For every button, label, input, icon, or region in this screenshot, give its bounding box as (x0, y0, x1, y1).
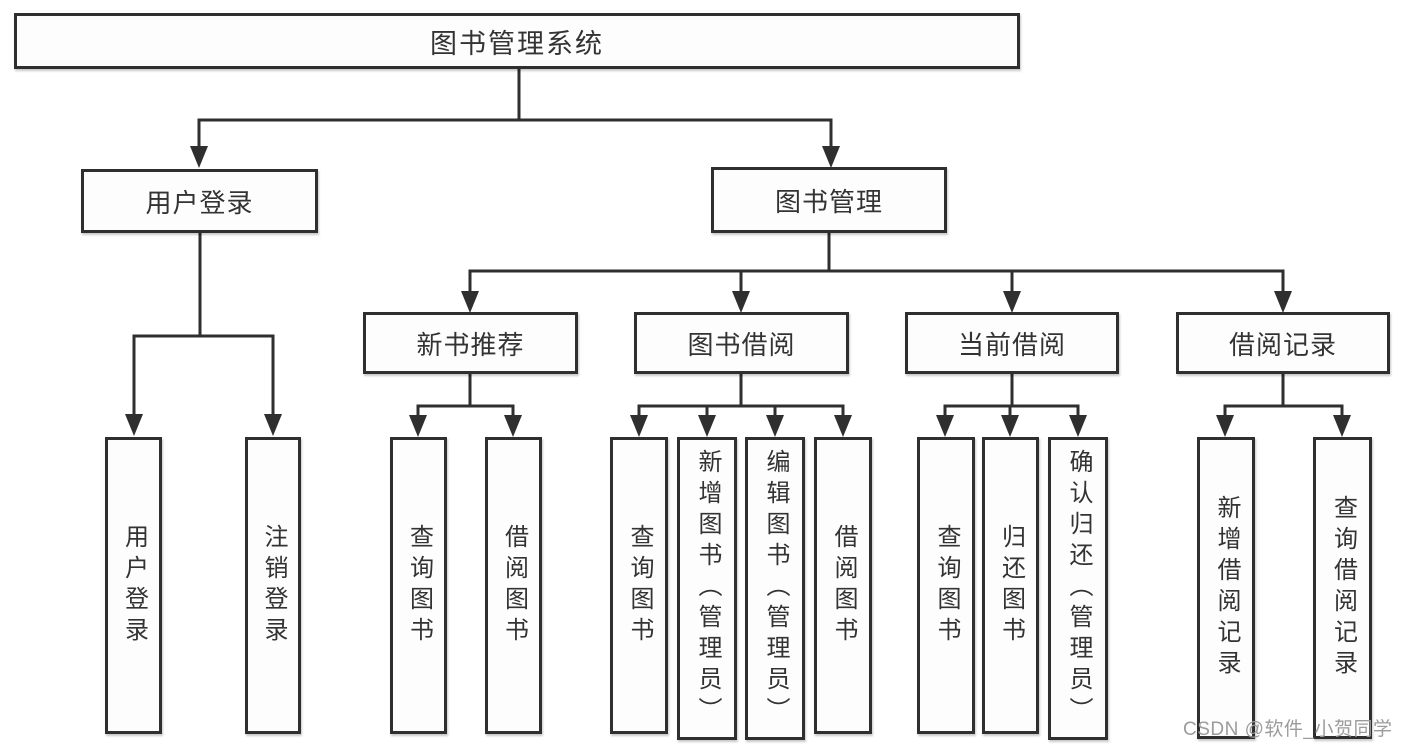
node-borrow-books-2: 借阅图书 (814, 437, 872, 734)
node-add-borrow-record-label: 新增借阅记录 (1213, 495, 1240, 681)
tree-edges (132, 69, 1344, 408)
node-current-borrowing: 当前借阅 (905, 312, 1119, 374)
node-borrowing-records-label: 借阅记录 (1228, 329, 1337, 360)
node-new-book-recommend-label: 新书推荐 (416, 329, 525, 360)
node-query-borrow-record: 查询借阅记录 (1313, 437, 1372, 739)
node-root-label: 图书管理系统 (430, 28, 604, 59)
node-book-management: 图书管理 (711, 167, 947, 233)
node-confirm-return-admin-label: 确认归还（管理员） (1065, 449, 1092, 728)
arrowheads (125, 119, 1351, 437)
node-query-books-1-label: 查询图书 (405, 523, 433, 648)
node-book-borrowing: 图书借阅 (634, 312, 849, 374)
node-borrow-books-1: 借阅图书 (485, 437, 542, 734)
node-add-books-admin: 新增图书（管理员） (677, 437, 737, 740)
node-query-books-1: 查询图书 (390, 437, 447, 734)
watermark: CSDN @软件_小贺同学 (1183, 719, 1393, 740)
node-borrow-books-2-label: 借阅图书 (830, 523, 857, 648)
node-return-books: 归还图书 (982, 437, 1039, 734)
node-user-login-label: 用户登录 (120, 523, 148, 648)
node-confirm-return-admin: 确认归还（管理员） (1048, 437, 1108, 740)
node-current-borrowing-label: 当前借阅 (957, 329, 1066, 360)
node-logout-label: 注销登录 (260, 523, 287, 648)
node-query-borrow-record-label: 查询借阅记录 (1329, 495, 1357, 681)
node-user-login: 用户登录 (105, 437, 162, 734)
node-edit-books-admin-label: 编辑图书（管理员） (762, 449, 789, 728)
node-return-books-label: 归还图书 (997, 523, 1025, 648)
node-query-books-2-label: 查询图书 (626, 523, 653, 648)
node-book-borrowing-label: 图书借阅 (687, 329, 796, 360)
node-borrowing-records: 借阅记录 (1176, 312, 1390, 374)
node-new-book-recommend: 新书推荐 (363, 312, 578, 374)
node-user-login-branch-label: 用户登录 (145, 187, 254, 218)
node-add-borrow-record: 新增借阅记录 (1197, 437, 1255, 739)
node-user-login-branch: 用户登录 (81, 169, 318, 233)
node-root: 图书管理系统 (14, 13, 1020, 69)
node-logout: 注销登录 (245, 437, 301, 734)
node-query-books-3: 查询图书 (917, 437, 975, 734)
node-edit-books-admin: 编辑图书（管理员） (745, 437, 805, 740)
node-query-books-2: 查询图书 (610, 437, 668, 734)
node-query-books-3-label: 查询图书 (933, 523, 960, 648)
node-borrow-books-1-label: 借阅图书 (500, 523, 528, 648)
node-add-books-admin-label: 新增图书（管理员） (694, 449, 721, 728)
node-book-management-label: 图书管理 (774, 186, 883, 217)
